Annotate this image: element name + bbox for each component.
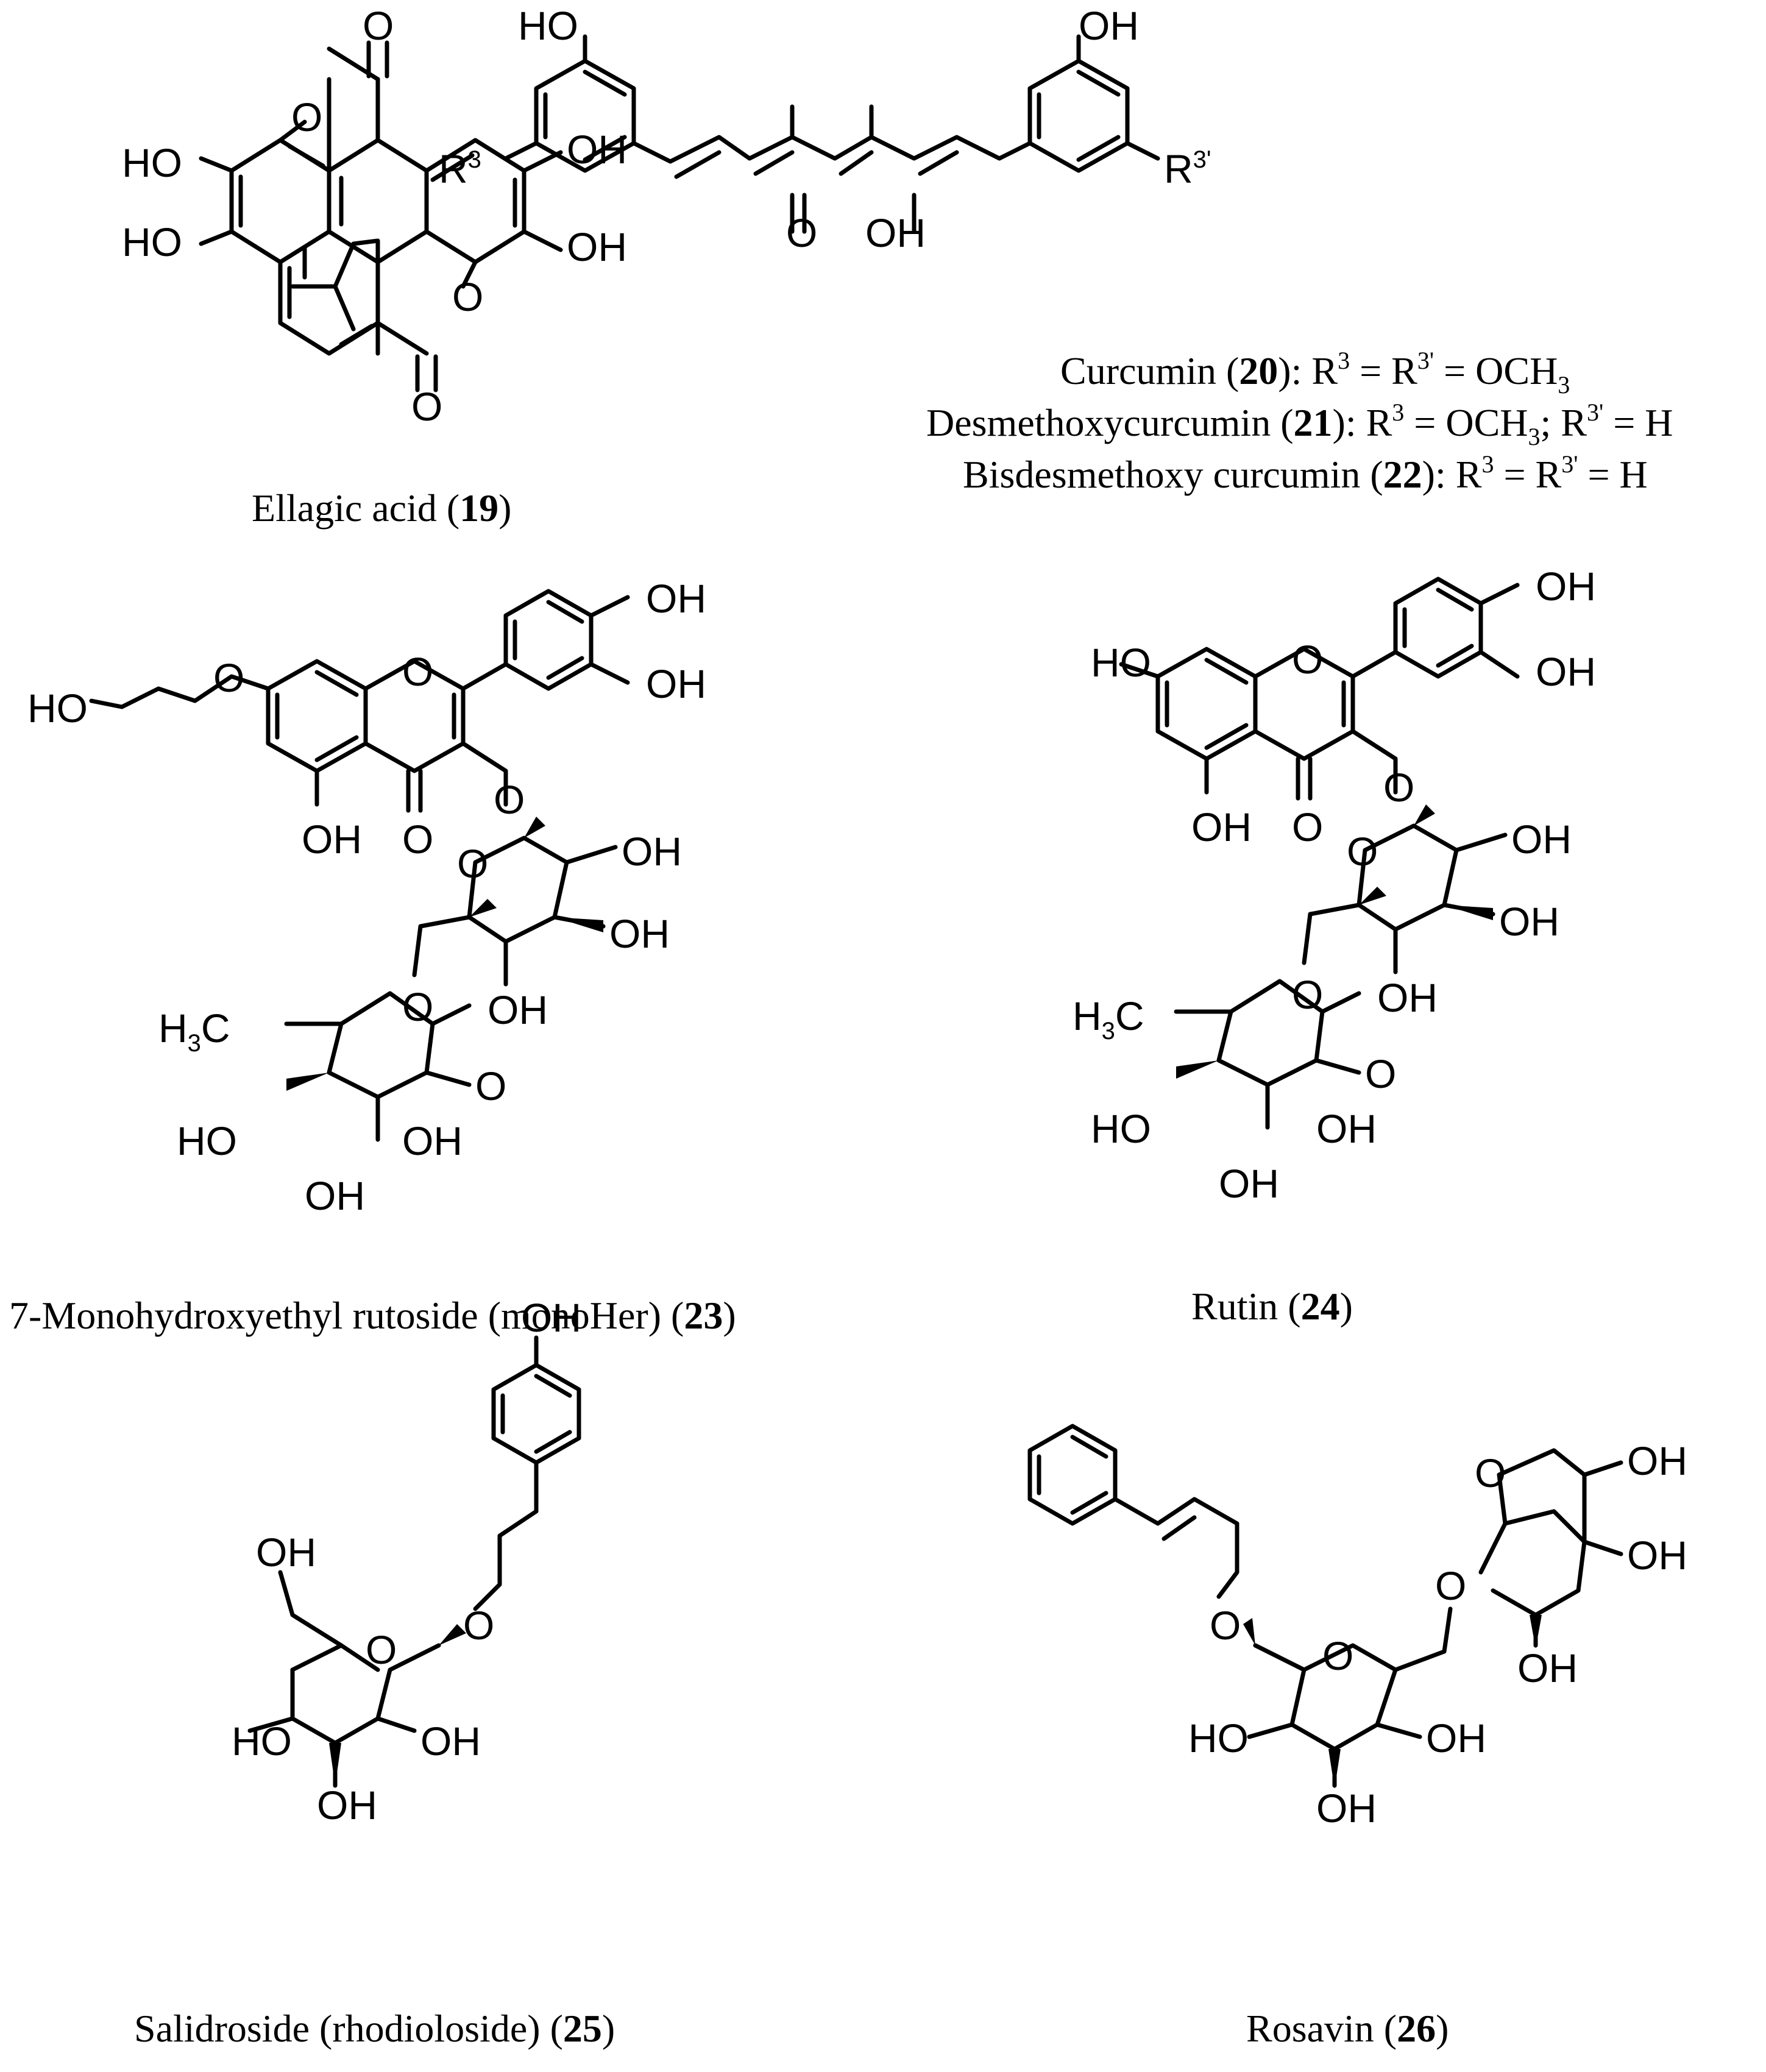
wedge-bond	[286, 1073, 329, 1091]
r3-label: R3	[439, 146, 481, 191]
o-atom-label: O	[291, 94, 322, 140]
wedge-bond	[469, 899, 497, 917]
o-atom-label: O	[1347, 829, 1378, 874]
caption-bisdesmethoxycurcumin: Bisdesmethoxy curcumin (22): R3 = R3' = …	[963, 450, 1648, 496]
o-atom-label: O	[1292, 804, 1323, 850]
oh-label: OH	[646, 661, 706, 706]
oh-label: OH	[1426, 1715, 1486, 1761]
wedge-bond	[524, 817, 545, 838]
oh-label: OH	[402, 1118, 463, 1163]
oh-label: OH	[521, 1295, 581, 1340]
oh-label: OH	[317, 1783, 377, 1828]
caption-curcumin: Curcumin (20): R3 = R3' = OCH3	[1060, 347, 1570, 399]
oh-label: OH	[1316, 1106, 1377, 1151]
o-atom-label: O	[494, 777, 525, 822]
ho-label: HO	[177, 1118, 237, 1163]
oh-label: OH	[1191, 804, 1252, 850]
monoher-structure	[89, 589, 630, 1142]
ho-label: HO	[1188, 1715, 1249, 1761]
oh-label: OH	[1517, 1645, 1578, 1691]
oh-label: OH	[256, 1530, 316, 1575]
h3c-label: H3C	[158, 1006, 230, 1057]
rosavin-structure	[1027, 1424, 1623, 1788]
caption-desmethoxycurcumin: Desmethoxycurcumin (21): R3 = OCH3; R3' …	[926, 399, 1673, 450]
wedge-bond	[1359, 887, 1386, 905]
curcumin-structure	[503, 34, 1160, 234]
caption-rosavin: Rosavin (26)	[1246, 2007, 1449, 2050]
oh-label: OH	[1536, 649, 1596, 694]
oh-label: OH	[865, 210, 926, 255]
caption-rutin: Rutin (24)	[1191, 1285, 1353, 1328]
oh-label: OH	[1316, 1786, 1377, 1831]
o-atom-label: O	[1210, 1603, 1241, 1648]
o-atom-label: O	[1475, 1450, 1506, 1495]
wedge-bond	[1414, 804, 1435, 826]
oh-label: OH	[305, 1173, 365, 1218]
oh-label: OH	[1079, 3, 1139, 48]
oh-label: OH	[1627, 1438, 1687, 1483]
oh-label: OH	[1219, 1161, 1279, 1206]
o-atom-label: O	[402, 649, 433, 694]
oh-label: OH	[1499, 899, 1559, 944]
o-atom-label: O	[786, 210, 817, 255]
o-atom-label: O	[402, 817, 433, 862]
o-atom-label: O	[457, 841, 488, 886]
oh-label: OH	[567, 224, 627, 269]
o-atom-label: O	[402, 984, 433, 1029]
o-atom-label: O	[452, 274, 483, 319]
ho-label: HO	[122, 219, 182, 264]
ho-label: HO	[232, 1719, 292, 1764]
o-atom-label: O	[411, 384, 442, 429]
o-atom-label: O	[363, 3, 394, 48]
wedge-bond	[1243, 1618, 1255, 1645]
o-atom-label: O	[1383, 765, 1414, 810]
caption-monoher: 7-Monohydroxyethyl rutoside (monoHer) (2…	[9, 1294, 736, 1337]
oh-label: OH	[1627, 1533, 1687, 1578]
wedge-bond	[439, 1624, 466, 1645]
o-atom-label: O	[213, 655, 244, 700]
o-atom-label: O	[1365, 1051, 1396, 1096]
ho-label: HO	[1091, 1106, 1151, 1151]
oh-label: OH	[420, 1719, 481, 1764]
wedge-bond	[1328, 1749, 1341, 1789]
o-atom-label: O	[1435, 1563, 1466, 1608]
o-atom-label: O	[475, 1063, 506, 1109]
caption-salidroside: Salidroside (rhodioloside) (25)	[134, 2007, 615, 2050]
ho-label: HO	[122, 140, 182, 185]
o-atom-label: O	[1322, 1633, 1353, 1678]
wedge-bond	[1176, 1060, 1219, 1079]
ho-label: HO	[1091, 640, 1151, 685]
oh-label: OH	[1511, 817, 1572, 862]
oh-label: OH	[646, 576, 706, 621]
o-atom-label: O	[463, 1603, 494, 1648]
o-atom-label: O	[1292, 972, 1323, 1017]
oh-label: OH	[1377, 975, 1438, 1020]
oh-label: OH	[488, 987, 548, 1032]
wedge-bond	[329, 1743, 341, 1786]
oh-label: OH	[1536, 564, 1596, 609]
ho-label: HO	[518, 3, 578, 48]
r3prime-label: R3'	[1164, 146, 1211, 191]
o-atom-label: O	[1292, 637, 1323, 682]
oh-label: OH	[302, 817, 362, 862]
h3c-label: H3C	[1073, 993, 1144, 1045]
wedge-bond	[1530, 1615, 1542, 1648]
wedge-bond	[1444, 905, 1493, 920]
caption-ellagic-acid: Ellagic acid (19)	[252, 486, 511, 530]
o-atom-label: O	[366, 1627, 397, 1672]
oh-label: OH	[622, 829, 682, 874]
oh-label: OH	[609, 911, 670, 956]
ho-label: HO	[27, 686, 88, 731]
ellagic-acid-structure	[199, 40, 563, 392]
wedge-bond	[555, 917, 603, 932]
